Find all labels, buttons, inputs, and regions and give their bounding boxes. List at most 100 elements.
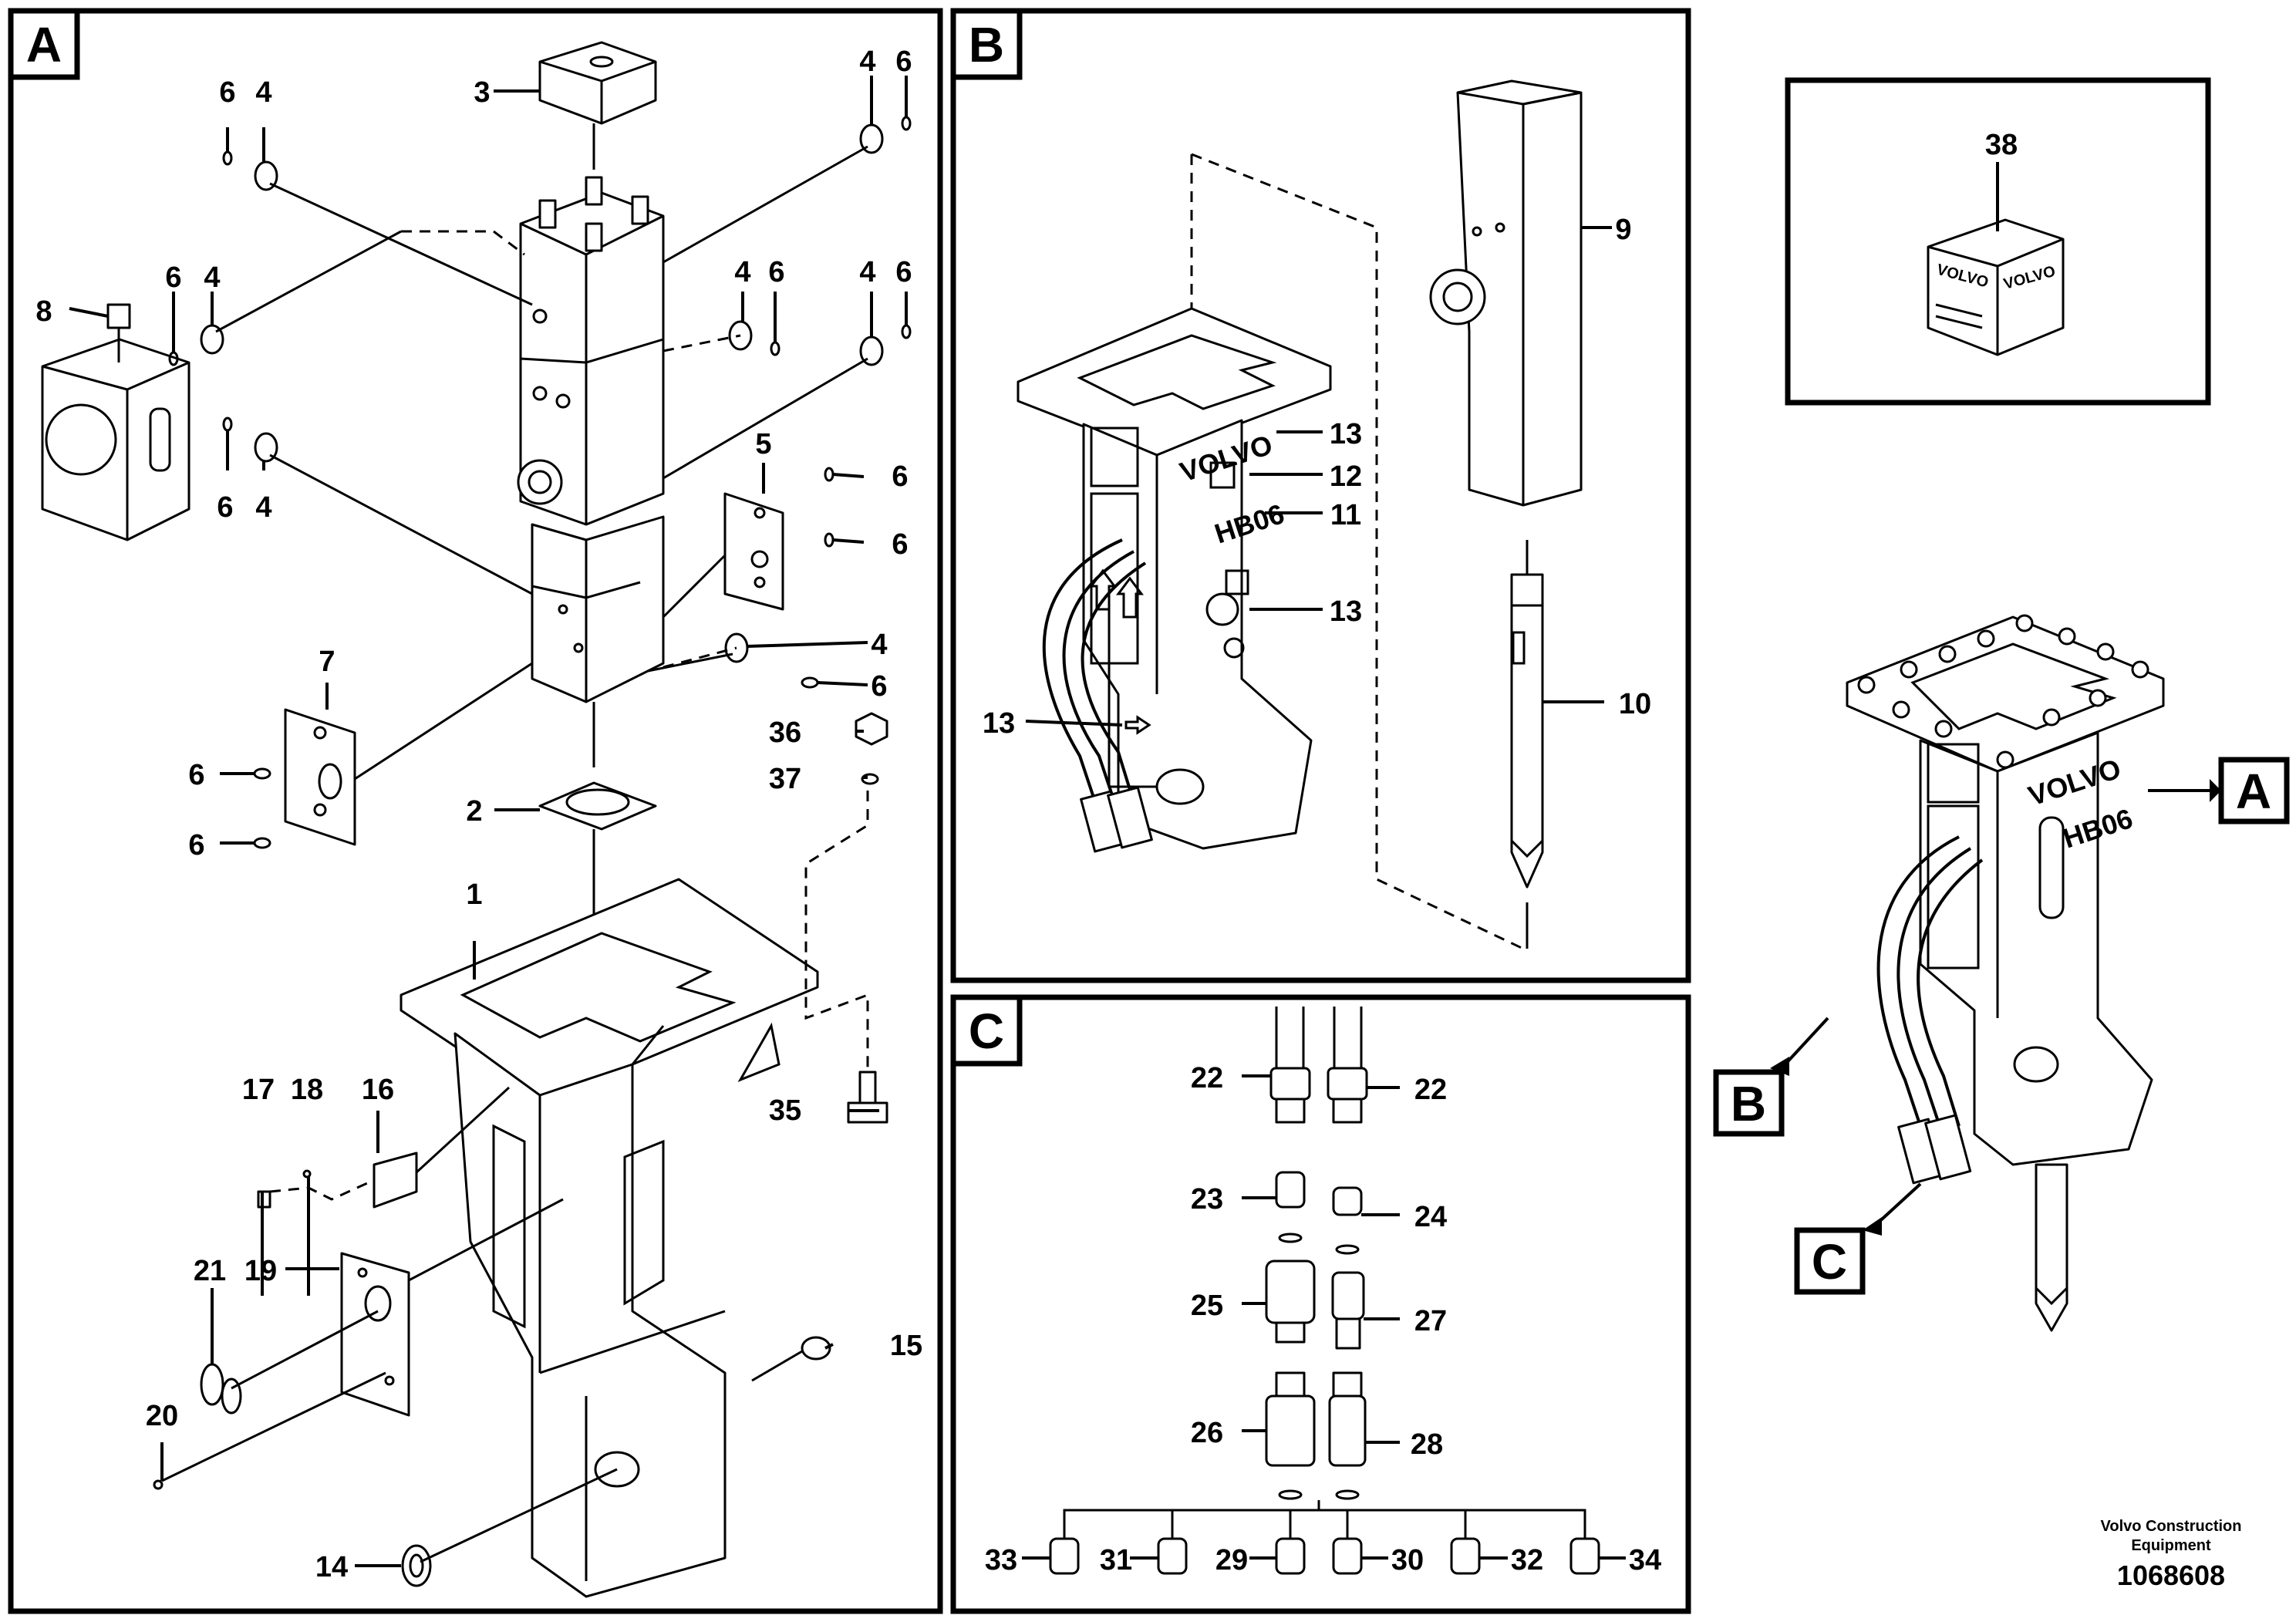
label-3: 3 — [474, 76, 490, 109]
label-13-a: 13 — [1330, 418, 1362, 450]
label-12: 12 — [1330, 460, 1362, 493]
adapter-23 — [1275, 1171, 1306, 1243]
coupling-27 — [1331, 1271, 1365, 1350]
company-line-1: Volvo Construction — [2101, 1518, 2242, 1535]
coupling-28 — [1328, 1371, 1367, 1500]
label-28: 28 — [1411, 1428, 1443, 1461]
label-13-b: 13 — [1330, 595, 1362, 628]
label-23: 23 — [1191, 1183, 1223, 1216]
adapter-24 — [1332, 1186, 1363, 1255]
label-6-k: 6 — [188, 829, 204, 862]
label-20: 20 — [146, 1400, 178, 1432]
bolt-35 — [847, 1071, 888, 1124]
label-4-g: 4 — [871, 629, 887, 661]
label-19: 19 — [244, 1255, 277, 1287]
callout-a: A — [2148, 757, 2290, 824]
label-35: 35 — [769, 1094, 801, 1127]
label-4-d: 4 — [859, 46, 875, 78]
label-6-e: 6 — [768, 256, 784, 288]
label-17: 17 — [242, 1074, 275, 1106]
label-7: 7 — [319, 646, 335, 678]
label-22-b: 22 — [1414, 1074, 1447, 1106]
kit-38: VOLVO VOLVO 38 — [1927, 129, 2065, 356]
part-20-screw — [153, 1479, 164, 1490]
label-33: 33 — [985, 1544, 1017, 1576]
label-6-a: 6 — [219, 76, 235, 109]
label-29: 29 — [1215, 1544, 1248, 1576]
part-5-plate — [723, 492, 784, 611]
panel-b-letter: B — [969, 17, 1004, 73]
label-8: 8 — [35, 295, 52, 328]
part-14-seal — [401, 1544, 432, 1587]
label-4-e: 4 — [734, 256, 750, 288]
panel-a-drawing — [41, 41, 912, 1598]
panel-c-letter: C — [969, 1003, 1004, 1059]
label-38: 38 — [1985, 129, 2018, 161]
label-30: 30 — [1391, 1544, 1424, 1576]
overview-bolts — [1857, 614, 2149, 769]
coupling-25 — [1265, 1259, 1316, 1344]
label-13-c: 13 — [983, 707, 1015, 740]
label-15: 15 — [890, 1330, 922, 1362]
label-6-c: 6 — [217, 491, 233, 524]
label-6-f: 6 — [895, 256, 912, 288]
label-6-h: 6 — [892, 528, 908, 561]
footer: Volvo Construction Equipment 1068608 — [2101, 1518, 2242, 1591]
label-11: 11 — [1330, 499, 1361, 531]
part-15-plug — [801, 1336, 831, 1361]
label-10: 10 — [1619, 688, 1651, 720]
label-4-a: 4 — [255, 76, 271, 109]
callout-c-letter: C — [1812, 1234, 1847, 1290]
hose-end-left — [1269, 1067, 1311, 1124]
panel-b-labels: 13 12 11 13 13 9 10 — [983, 214, 1651, 740]
callout-a-letter: A — [2236, 764, 2271, 819]
callout-c: C — [1794, 1182, 1922, 1295]
kit-box — [1785, 77, 2211, 406]
part-2-plate — [538, 781, 657, 831]
cylinder — [531, 515, 665, 703]
label-25: 25 — [1191, 1290, 1223, 1322]
part-19-plate — [340, 1252, 410, 1417]
panel-a-letter: A — [26, 17, 62, 73]
part-21-coupling — [200, 1363, 242, 1415]
label-22-a: 22 — [1191, 1062, 1223, 1094]
label-5: 5 — [755, 428, 771, 460]
part-1-housing — [400, 878, 819, 1598]
company-line-2: Equipment — [2131, 1537, 2211, 1554]
label-37: 37 — [769, 763, 801, 795]
panel-a-labels: 3 8 2 1 7 5 6 4 6 4 6 4 4 6 4 6 4 6 6 6 … — [35, 46, 922, 1583]
label-31: 31 — [1100, 1544, 1132, 1576]
label-4-b: 4 — [204, 261, 220, 294]
part-16-cover — [257, 1152, 418, 1209]
label-26: 26 — [1191, 1417, 1223, 1449]
label-6-j: 6 — [188, 759, 204, 791]
panel-a: A — [8, 8, 943, 1614]
callout-b: B — [1713, 1017, 1829, 1137]
label-2: 2 — [466, 795, 482, 828]
label-24: 24 — [1414, 1201, 1447, 1233]
panel-b-drawing: VOLVO HB06 — [1017, 79, 1583, 950]
label-36: 36 — [769, 717, 801, 749]
panel-c: C — [950, 994, 1691, 1614]
label-27: 27 — [1414, 1305, 1447, 1337]
panel-a-leaders — [69, 76, 908, 1567]
label-6-i: 6 — [871, 670, 887, 703]
label-4-f: 4 — [859, 256, 875, 288]
nut-36 — [855, 712, 888, 785]
label-32: 32 — [1511, 1544, 1543, 1576]
label-18: 18 — [291, 1074, 323, 1106]
coupling-26 — [1265, 1371, 1316, 1500]
valve-body — [517, 176, 665, 526]
panel-c-labels: 22 22 23 24 25 27 26 28 33 31 29 30 32 3… — [985, 1062, 1661, 1576]
label-6-b: 6 — [165, 261, 181, 294]
panel-c-drawing — [1049, 1007, 1600, 1575]
hose-end-right — [1327, 1067, 1368, 1124]
label-16: 16 — [362, 1074, 394, 1106]
overview-breaker: VOLVO HB06 — [1846, 614, 2165, 1332]
plugs — [1049, 1537, 1600, 1575]
label-34: 34 — [1629, 1544, 1661, 1576]
panel-b: B — [950, 8, 1691, 983]
washers — [200, 123, 884, 663]
label-6-d: 6 — [895, 46, 912, 78]
